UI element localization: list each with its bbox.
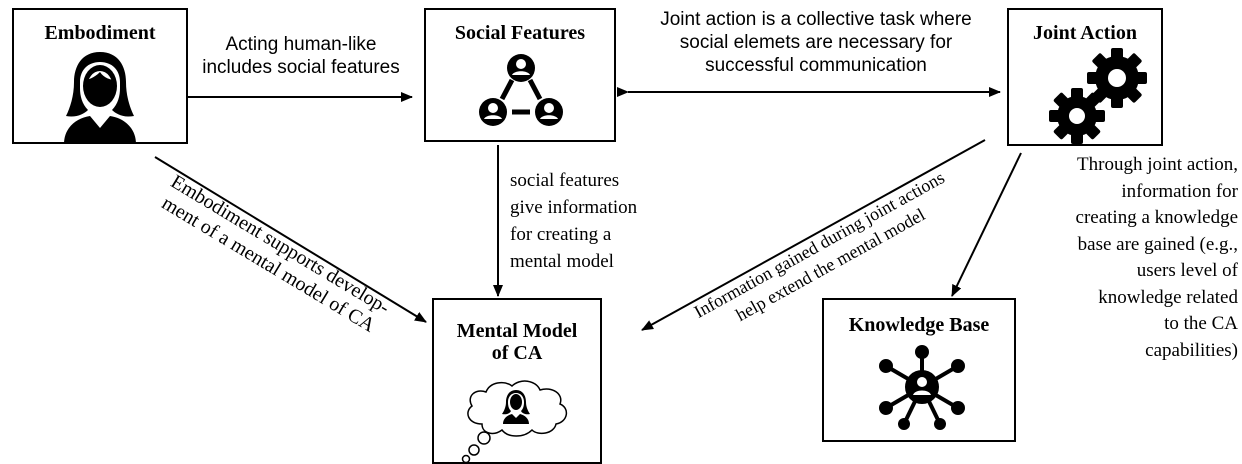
- edge-label-line: knowledge related: [1098, 286, 1238, 308]
- embodiment-box: Embodiment: [12, 8, 188, 144]
- edge-label-line: social elemets are necessary for: [679, 32, 953, 53]
- social-features-title: Social Features: [454, 22, 586, 44]
- edge-label-line: Joint action is a collective task where: [660, 9, 972, 30]
- knowledge-base-title: Knowledge Base: [848, 314, 990, 336]
- arrow-embodiment-mental: [154, 156, 427, 323]
- woman-avatar-icon: [64, 52, 136, 144]
- edge-label-line: to the CA: [1164, 313, 1238, 334]
- edge-label-line: give information: [510, 197, 638, 218]
- thought-cloud-avatar-icon: [461, 380, 568, 464]
- embodiment-title: Embodiment: [44, 22, 156, 44]
- edge-label-line: social features: [510, 170, 620, 191]
- edge-label-social-mental: social features give information for cre…: [510, 167, 637, 275]
- social-features-box: Social Features: [424, 8, 616, 142]
- edge-label-line: creating a knowledge: [1075, 207, 1238, 228]
- mental-model-title-line2: of CA: [491, 342, 543, 364]
- arrow-joint-mental: [641, 139, 986, 331]
- edge-label-line: base are gained (e.g.,: [1077, 233, 1238, 255]
- edge-label-line: Through joint action,: [1077, 154, 1238, 175]
- edge-label-embodiment-social: Acting human-like includes social featur…: [196, 33, 406, 79]
- edge-label-line: mental model: [510, 251, 614, 272]
- people-network-icon: [479, 54, 563, 126]
- edge-label-line: Acting human-like: [225, 34, 377, 55]
- edge-label-line: successful communication: [705, 55, 927, 76]
- knowledge-base-box: Knowledge Base: [822, 298, 1016, 442]
- edge-label-line: includes social features: [202, 57, 400, 78]
- edge-label-line: users level of: [1136, 260, 1238, 281]
- hub-network-icon: [879, 345, 965, 430]
- edge-label-line: information for: [1121, 180, 1238, 202]
- joint-action-title: Joint Action: [1033, 22, 1137, 44]
- edge-label-social-joint: Joint action is a collective task where …: [624, 8, 1008, 77]
- joint-action-box: Joint Action: [1007, 8, 1163, 146]
- edge-label-joint-knowledge: Through joint action, information for cr…: [1016, 152, 1238, 364]
- edge-label-line: for creating a: [510, 224, 612, 245]
- mental-model-box: Mental Model of CA: [432, 298, 602, 464]
- edge-label-line: capabilities): [1145, 339, 1238, 361]
- arrow-joint-knowledge: [951, 152, 1022, 297]
- mental-model-title-line1: Mental Model: [456, 320, 578, 342]
- gears-icon: [1049, 48, 1147, 144]
